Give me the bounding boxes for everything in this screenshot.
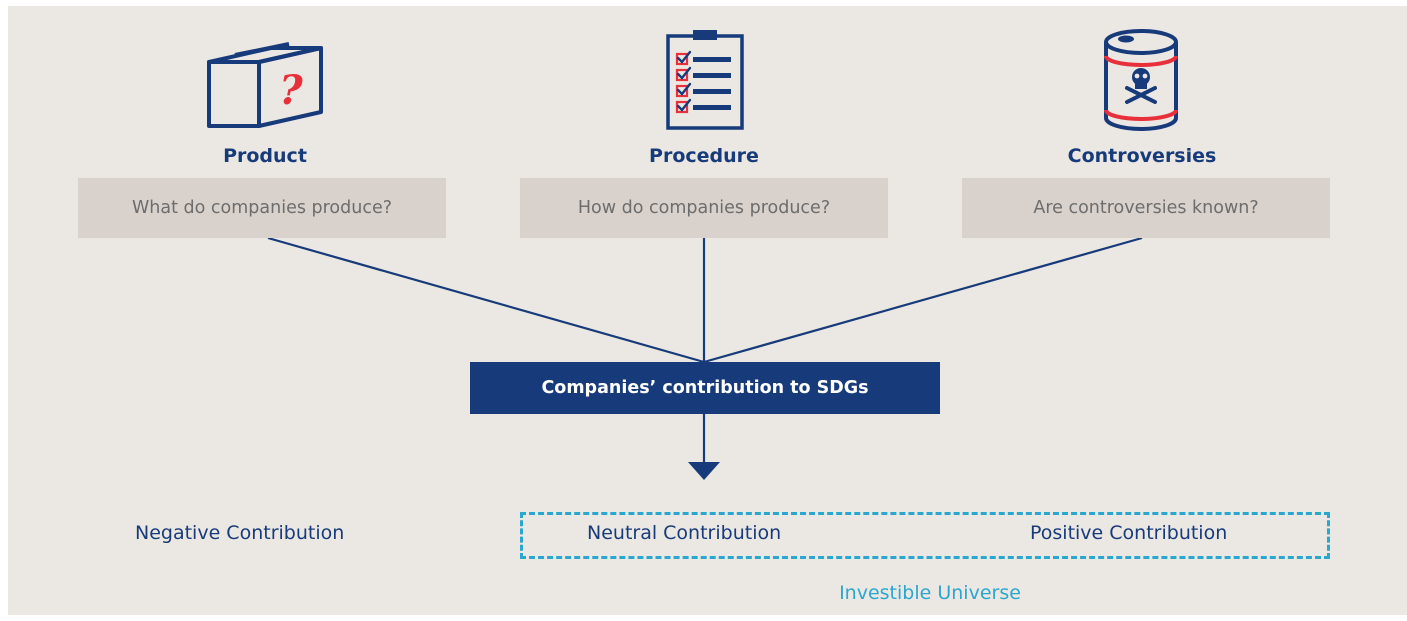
investible-universe-frame (520, 512, 1330, 559)
connector-controversies (703, 236, 1143, 364)
question-box-controversies: Are controversies known? (962, 178, 1330, 238)
pillar-heading-procedure: Procedure (649, 145, 759, 167)
neutral-contribution-label: Neutral Contribution (587, 522, 782, 544)
box-question-icon: ? (207, 42, 323, 128)
negative-contribution-label: Negative Contribution (135, 522, 345, 544)
question-box-procedure: How do companies produce? (520, 178, 888, 238)
sdg-contribution-label: Companies’ contribution to SDGs (541, 378, 869, 398)
toxic-barrel-icon (1104, 29, 1178, 131)
sdg-contribution-box: Companies’ contribution to SDGs (470, 362, 940, 414)
question-text-procedure: How do companies produce? (577, 198, 831, 218)
connector-product (267, 236, 705, 364)
question-text-product: What do companies produce? (131, 198, 393, 218)
clipboard-checklist-icon (666, 30, 744, 130)
arrow-head (688, 462, 720, 480)
pillar-heading-controversies: Controversies (1067, 145, 1217, 167)
positive-contribution-label: Positive Contribution (1030, 522, 1228, 544)
pillar-heading-product: Product (223, 145, 307, 167)
question-text-controversies: Are controversies known? (1033, 198, 1259, 218)
svg-text:?: ? (279, 67, 303, 114)
investible-universe-label: Investible Universe (839, 582, 1021, 604)
question-box-product: What do companies produce? (78, 178, 446, 238)
